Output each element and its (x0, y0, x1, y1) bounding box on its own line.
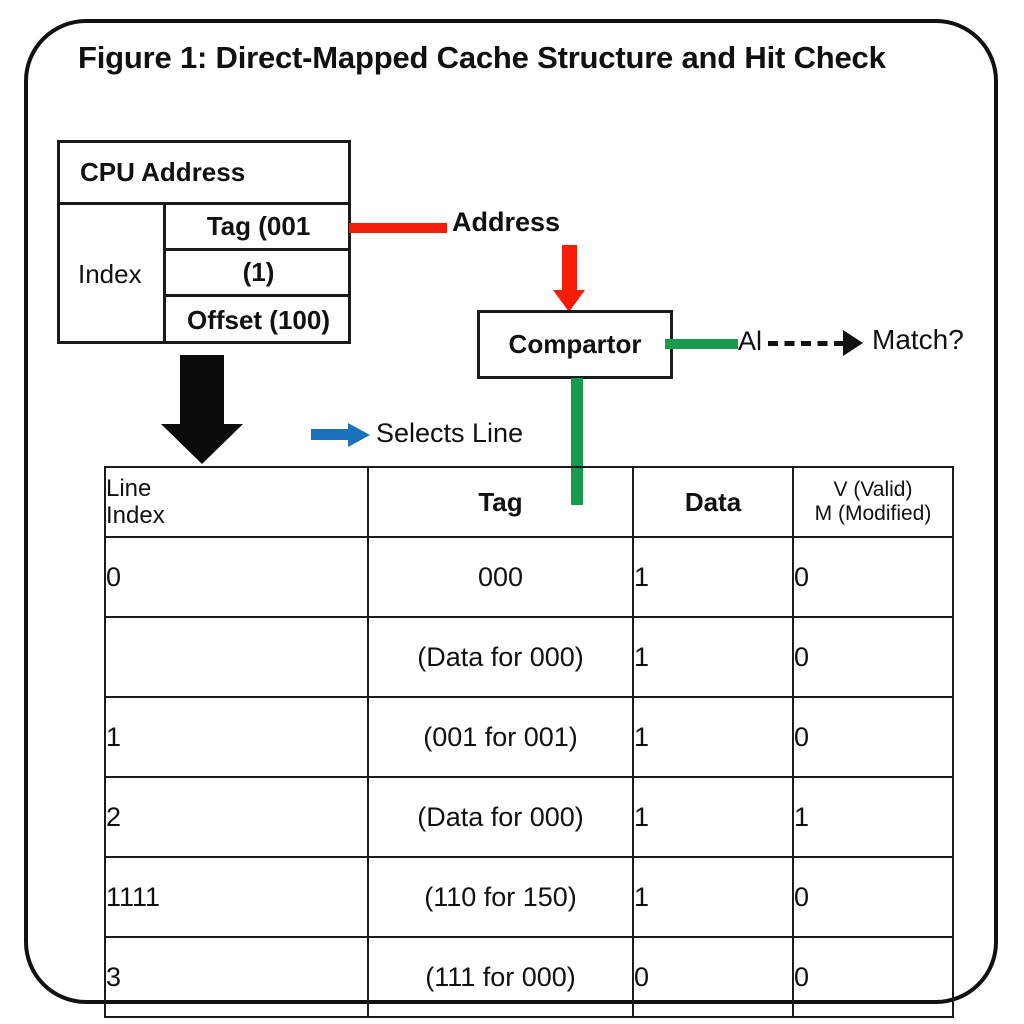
cell-data: 0 (632, 936, 794, 1018)
index-down-arrow-head-icon (161, 424, 243, 464)
cpu-address-index-label: Index (60, 205, 166, 344)
cell-data: 1 (632, 616, 794, 698)
column-header-modified: M (Modified) (814, 502, 932, 525)
cell-line-index (104, 616, 369, 698)
cell-tag: (Data for 000) (367, 776, 634, 858)
cell-valid-modified: 0 (792, 616, 954, 698)
cell-line-index: 1111 (104, 856, 369, 938)
address-connector-line (349, 223, 447, 233)
cell-valid-modified: 0 (792, 696, 954, 778)
cell-valid-modified: 1 (792, 776, 954, 858)
column-header-line-index: Line Index (104, 466, 369, 538)
index-down-arrow-icon (180, 355, 224, 427)
column-header-data: Data (632, 466, 794, 538)
selects-line-label: Selects Line (376, 418, 524, 448)
cell-tag: (Data for 000) (367, 616, 634, 698)
comparator-box: Compartor (477, 310, 673, 379)
cpu-address-offset-field: Offset (100) (186, 304, 331, 335)
dashed-arrow-head-icon (843, 330, 863, 356)
cell-line-index: 0 (104, 536, 369, 618)
cache-table: Line Index Tag Data V (Valid) M (Modifie… (104, 466, 954, 1018)
column-header-line-index-line1: Line (106, 474, 152, 502)
match-label: Match? (872, 324, 964, 355)
dashed-connector-line (768, 341, 844, 346)
cell-line-index: 3 (104, 936, 369, 1018)
cell-tag: (110 for 150) (367, 856, 634, 938)
cell-tag: 000 (367, 536, 634, 618)
cpu-address-tag-field: Tag (001 (166, 205, 351, 251)
cell-valid-modified: 0 (792, 856, 954, 938)
address-label: Address (452, 207, 561, 237)
cell-data: 1 (632, 776, 794, 858)
column-header-line-index-line2: Index (106, 502, 165, 529)
cell-tag: (001 for 001) (367, 696, 634, 778)
comparator-output-line (665, 339, 738, 349)
selects-line-arrow-icon (311, 429, 351, 440)
cpu-address-box: CPU Address Index Tag (001 (1) Offset (1… (57, 140, 351, 344)
red-down-arrow-icon (562, 245, 577, 292)
cell-data: 1 (632, 536, 794, 618)
red-down-arrow-head-icon (553, 290, 585, 312)
column-header-valid-modified: V (Valid) M (Modified) (792, 466, 954, 538)
table-header-row: Line Index Tag Data V (Valid) M (Modifie… (104, 466, 954, 538)
ai-label: Al (738, 326, 763, 356)
cpu-address-index-field: (1) (166, 251, 351, 297)
selects-line-arrow-head-icon (348, 423, 370, 447)
cell-valid-modified: 0 (792, 936, 954, 1018)
cell-data: 1 (632, 696, 794, 778)
cell-line-index: 1 (104, 696, 369, 778)
cell-data: 1 (632, 856, 794, 938)
cpu-address-header: CPU Address (60, 143, 348, 205)
column-header-tag: Tag (367, 466, 634, 538)
page-title: Figure 1: Direct-Mapped Cache Structure … (78, 40, 886, 75)
cell-valid-modified: 0 (792, 536, 954, 618)
cell-line-index: 2 (104, 776, 369, 858)
column-header-valid: V (Valid) (833, 477, 913, 501)
cell-tag: (111 for 000) (367, 936, 634, 1018)
